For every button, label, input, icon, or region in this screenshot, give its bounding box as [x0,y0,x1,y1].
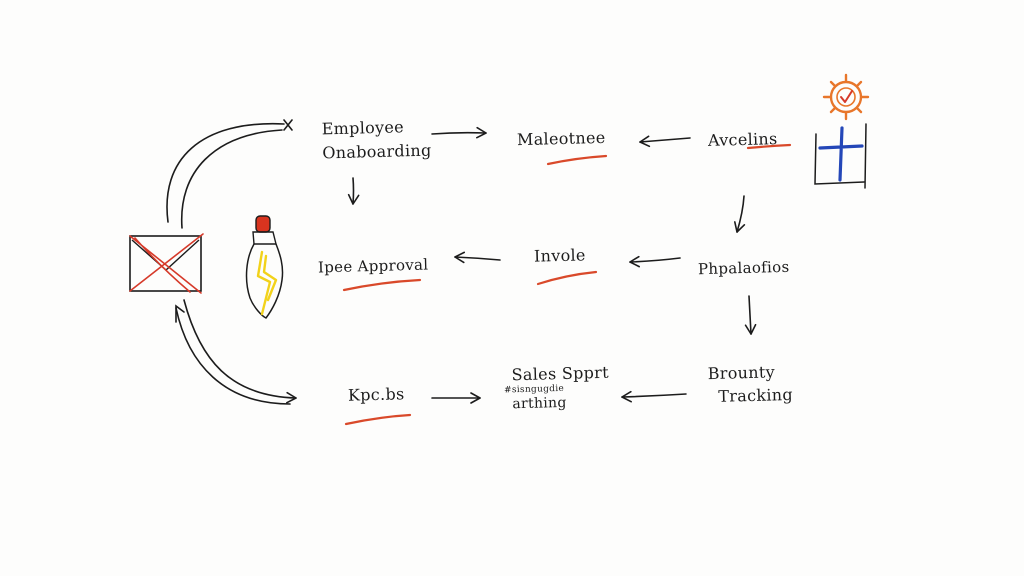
node-sales-spprt: Sales Spprt #sisngugdie arthing [504,362,610,413]
arrow-tracking-to-sales [621,390,687,403]
node-bironty-tracking-line2: Tracking [718,384,794,406]
underline-kpcbs [344,413,412,426]
cross-icon [814,123,867,189]
node-avcelins: Avcelins [707,129,778,150]
node-sales-spprt-line3: arthing [512,394,567,413]
arrow-invole-to-approval [454,251,501,264]
loop-arrow-bottom-stub [175,304,185,323]
node-ipee-approval: Ipee Approval [317,255,429,277]
arrow-avcelins-to-phpalaofios [733,195,746,233]
underline-maleotnee [546,154,608,166]
loop-arrow-top-tip [283,119,293,131]
loop-arrow-top-inner [180,129,283,229]
arrow-phpalaofios-to-invole [629,255,681,268]
envelope-icon [129,233,204,294]
underline-avcelins [746,143,792,150]
node-employee-onboarding-line1: Employee [321,117,405,139]
gear-check-icon [822,73,870,121]
node-bironty-tracking: Brounty Tracking [707,362,793,407]
arrow-avcelins-to-maleotnee [639,135,691,148]
node-employee-onboarding-line2: Onaboarding [322,140,432,163]
underline-ipee-approval [342,278,422,292]
loop-arrow-top [166,122,285,223]
loop-arrow-bottom [183,299,297,404]
node-phpalaofios: Phpalaofios [697,257,790,279]
node-kpc-bs: Kpc.bs [347,384,405,405]
arrow-onboarding-to-approval [347,177,360,205]
node-invole: Invole [533,245,586,266]
underline-invole [536,270,598,286]
node-employee-onboarding: Employee Onaboarding [321,117,431,164]
arrow-phpalaofios-to-tracking [744,295,757,335]
lightbulb-icon [245,215,284,319]
node-bironty-tracking-line1: Brounty [707,362,776,384]
node-maleotnee: Maleotnee [516,127,606,150]
arrow-onboarding-to-maleotnee [431,126,487,139]
loop-arrow-bottom-inner [175,307,291,405]
node-sales-spprt-line1: Sales Spprt [511,362,610,385]
